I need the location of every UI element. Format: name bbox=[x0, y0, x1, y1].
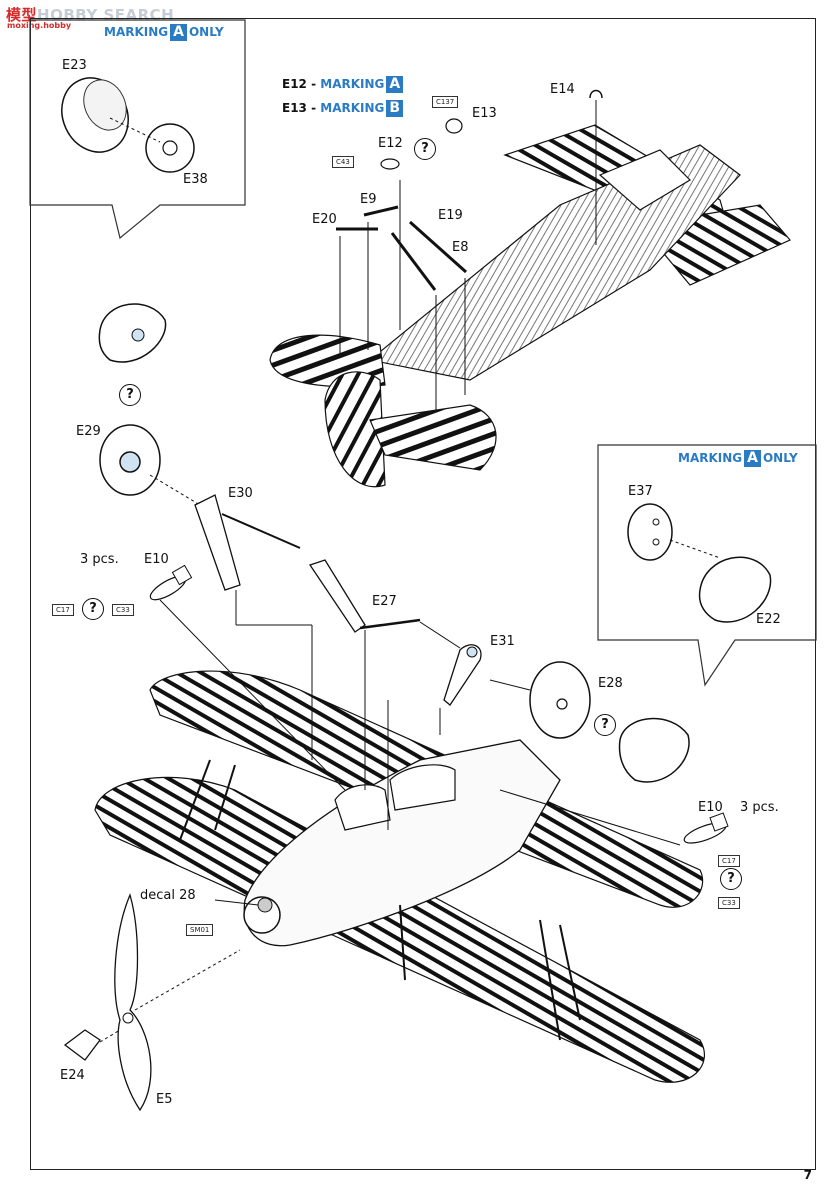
strut-e31 bbox=[443, 644, 482, 706]
strut-e27 bbox=[308, 559, 366, 633]
ref-sm01: SM01 bbox=[186, 924, 214, 936]
marking-text: MARKING bbox=[104, 25, 169, 39]
label-e14: E14 bbox=[550, 82, 575, 97]
label-e10-right: E10 bbox=[698, 800, 723, 815]
label-e31: E31 bbox=[490, 634, 515, 649]
marking-part: E12 - bbox=[282, 77, 317, 91]
ref-c33-left: C33 bbox=[112, 604, 134, 616]
label-e9: E9 bbox=[360, 192, 377, 207]
label-e8: E8 bbox=[452, 240, 469, 255]
bomb-e10-right bbox=[683, 812, 729, 844]
marking-part: E13 - bbox=[282, 101, 317, 115]
label-e24: E24 bbox=[60, 1068, 85, 1083]
ref-c17-right: C17 bbox=[718, 855, 740, 867]
ref-c17-left: C17 bbox=[52, 604, 74, 616]
label-e27: E27 bbox=[372, 594, 397, 609]
ref-c43: C43 bbox=[332, 156, 354, 168]
marking-text: MARKING bbox=[678, 451, 743, 465]
marking-text: MARKING bbox=[320, 101, 385, 115]
label-e5: E5 bbox=[156, 1092, 173, 1107]
cockpit-main bbox=[334, 784, 391, 831]
label-e22: E22 bbox=[756, 612, 781, 627]
callout-box-left bbox=[29, 19, 246, 240]
label-e19: E19 bbox=[438, 208, 463, 223]
marking-letter: A bbox=[386, 76, 404, 93]
label-e37: E37 bbox=[628, 484, 653, 499]
label-e10-qty-right: 3 pcs. bbox=[740, 800, 779, 815]
marking-letter: A bbox=[170, 24, 187, 41]
watermark-sub: moxing.hobby bbox=[7, 21, 72, 30]
label-decal: decal 28 bbox=[140, 888, 196, 903]
cockpit-upper bbox=[598, 149, 691, 211]
question-mark-e10-left: ? bbox=[82, 598, 104, 620]
question-mark-e12: ? bbox=[414, 138, 436, 160]
label-e23: E23 bbox=[62, 58, 87, 73]
strut-e30 bbox=[194, 494, 241, 591]
tailplane-right bbox=[369, 404, 497, 471]
label-e28: E28 bbox=[598, 676, 623, 691]
label-e12: E12 bbox=[378, 136, 403, 151]
label-e10-qty-left: 3 pcs. bbox=[80, 552, 119, 567]
marking-letter: A bbox=[744, 450, 761, 467]
watermark-prefix: 模型 bbox=[6, 6, 38, 24]
callout-box-right bbox=[597, 444, 817, 687]
marking-text: MARKING bbox=[320, 77, 385, 91]
label-e13: E13 bbox=[472, 106, 497, 121]
wheel-cover-right bbox=[618, 717, 690, 783]
spinner-e24 bbox=[63, 1029, 101, 1061]
ref-c137: C137 bbox=[432, 96, 459, 108]
fuselage-main bbox=[243, 739, 561, 947]
rudder bbox=[324, 371, 386, 488]
question-mark-left-wheel: ? bbox=[119, 384, 141, 406]
marking-letter: B bbox=[386, 100, 404, 117]
wheel-cover-e22 bbox=[698, 556, 772, 623]
lower-wing-main bbox=[94, 776, 705, 1083]
question-mark-e28: ? bbox=[594, 714, 616, 736]
bomb-e10-left bbox=[149, 564, 193, 601]
label-e29: E29 bbox=[76, 424, 101, 439]
wheel-hub-e37 bbox=[627, 503, 673, 561]
label-e38: E38 bbox=[183, 172, 208, 187]
page-number: 7 bbox=[803, 1168, 812, 1182]
marking-only: ONLY bbox=[188, 25, 224, 39]
label-e20: E20 bbox=[312, 212, 337, 227]
propeller-e5 bbox=[114, 893, 152, 1112]
question-mark-e10-right: ? bbox=[720, 868, 742, 890]
marking-only: ONLY bbox=[762, 451, 798, 465]
label-e10-left: E10 bbox=[144, 552, 169, 567]
ref-c33-right: C33 bbox=[718, 897, 740, 909]
label-e30: E30 bbox=[228, 486, 253, 501]
